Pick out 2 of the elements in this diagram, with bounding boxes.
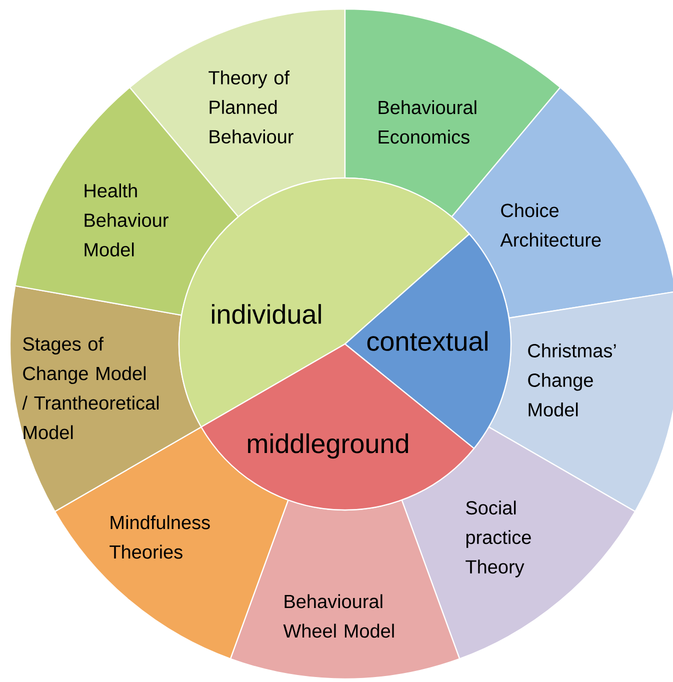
ring-sector: Behavioural Wheel Model <box>230 499 460 680</box>
ring-sector: Stages of Change Model / Trantheoretical Model <box>9 285 202 512</box>
